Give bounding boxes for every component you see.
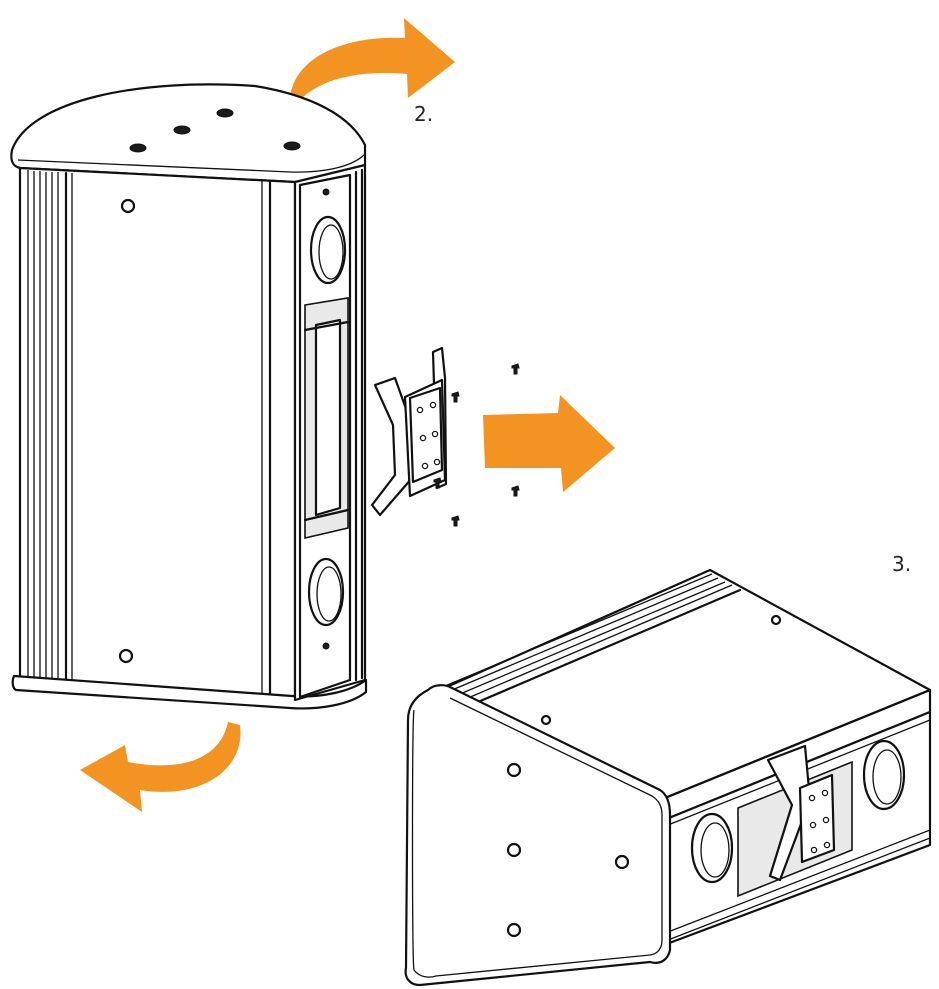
bass-port: [307, 557, 345, 627]
wall-bracket: [370, 346, 448, 517]
bass-port: [690, 812, 734, 884]
top-mount-hole: [129, 143, 147, 153]
bass-port: [862, 739, 906, 811]
bolts: [433, 363, 520, 527]
step-label-3: 3.: [892, 552, 912, 576]
screw: [506, 762, 522, 778]
speaker-horizontal: [404, 568, 932, 987]
screw: [118, 648, 134, 664]
bolt: [451, 391, 460, 403]
screw: [120, 198, 136, 214]
top-mount-hole: [216, 108, 234, 118]
bolt: [511, 363, 520, 375]
rotate-clockwise-arrow-icon: [290, 18, 455, 100]
speaker-upright: [10, 83, 368, 710]
bolt: [433, 477, 442, 489]
bolt: [451, 515, 460, 527]
rotate-counterclockwise-arrow-icon: [80, 722, 241, 812]
top-mount-hole: [173, 125, 191, 135]
screw: [540, 714, 552, 726]
screw: [506, 842, 522, 858]
bass-port: [309, 215, 347, 285]
screw: [506, 922, 522, 938]
screw: [614, 854, 630, 870]
top-mount-hole: [283, 141, 301, 151]
attach-direction-arrow-icon: [483, 395, 615, 492]
step-label-2: 2.: [414, 102, 434, 126]
screw: [770, 614, 782, 626]
bolt: [511, 485, 520, 497]
